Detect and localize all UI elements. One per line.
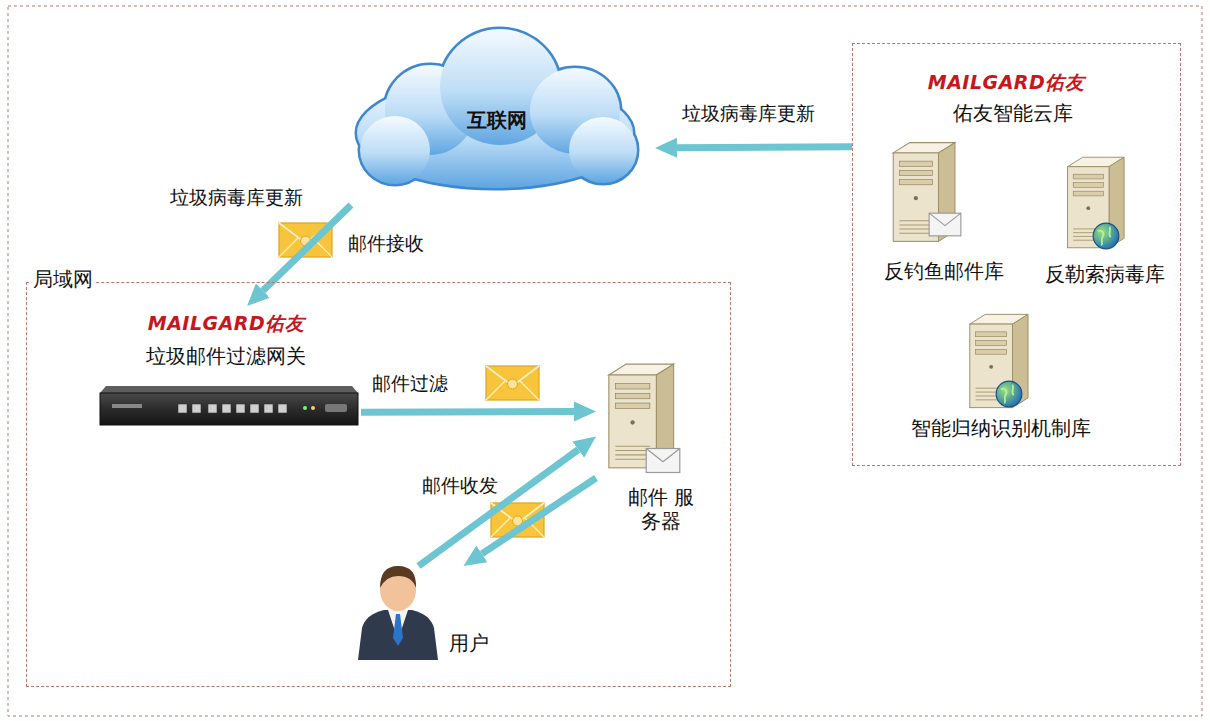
gateway-device bbox=[250, 404, 259, 413]
brand-logo: MAILGARD佑友 bbox=[928, 71, 1085, 94]
user-icon bbox=[380, 566, 416, 588]
gateway-device bbox=[264, 404, 273, 413]
cloud-outline bbox=[360, 116, 430, 184]
flow-arrow bbox=[361, 408, 574, 416]
brand-logo: MAILGARD佑友 bbox=[148, 312, 305, 335]
cloud: 互联网 bbox=[335, 15, 655, 205]
edge-label: 垃圾病毒库更新 bbox=[680, 102, 817, 125]
node-label: 智能归纳识别机制库 bbox=[911, 416, 1091, 440]
server-icon bbox=[929, 213, 961, 236]
user-icon bbox=[393, 614, 403, 646]
gateway-device bbox=[100, 386, 358, 425]
cloud-library-region: MAILGARD佑友佑友智能云库反钓鱼邮件库 反勒索病毒库智能归纳识别机制库 bbox=[852, 43, 1181, 466]
cloud-fill bbox=[360, 116, 430, 184]
database-server: 智能归纳识别机制库 bbox=[891, 306, 1121, 451]
user-icon bbox=[358, 610, 438, 660]
flow-arrow bbox=[263, 205, 351, 291]
mail-server-icon bbox=[609, 364, 680, 472]
node-label: 用户 bbox=[449, 631, 489, 655]
gateway-device bbox=[222, 404, 231, 413]
flow-label: 邮件接收 bbox=[346, 232, 426, 255]
server-icon bbox=[1068, 157, 1125, 249]
user: 用户 bbox=[351, 566, 501, 666]
server-icon bbox=[970, 314, 1028, 407]
database-server: 反钓鱼邮件库 bbox=[869, 136, 1019, 287]
gateway-device bbox=[100, 386, 358, 393]
gateway-device bbox=[208, 404, 217, 413]
edge-label: 垃圾病毒库更新 bbox=[168, 186, 305, 209]
lan-region: 局域网MAILGARD佑友垃圾邮件过滤网关邮件 服务器用户 bbox=[26, 282, 731, 687]
server-icon bbox=[996, 381, 1022, 407]
server-icon bbox=[893, 143, 961, 242]
gateway-device-node: MAILGARD佑友垃圾邮件过滤网关 bbox=[96, 306, 361, 431]
envelope-icon bbox=[486, 366, 539, 400]
gateway-device bbox=[100, 393, 358, 425]
mail-server: 邮件 服务器 bbox=[596, 361, 706, 541]
cloud-outline bbox=[569, 117, 637, 183]
outer-frame bbox=[8, 6, 1202, 716]
gateway-device bbox=[236, 404, 245, 413]
database-server: 反勒索病毒库 bbox=[1036, 151, 1176, 296]
edge-label: 邮件收发 bbox=[420, 474, 500, 497]
envelope-icon bbox=[486, 366, 539, 400]
node-label: 垃圾邮件过滤网关 bbox=[146, 344, 306, 368]
edge-label: 邮件过滤 bbox=[370, 372, 450, 395]
flow-arrow bbox=[677, 147, 852, 148]
gateway-device bbox=[178, 404, 187, 413]
node-label: 邮件 服务器 bbox=[621, 485, 701, 533]
gateway-device bbox=[325, 404, 347, 412]
mail-server-icon bbox=[646, 449, 680, 473]
gateway-device bbox=[192, 404, 201, 413]
cloud-fill bbox=[569, 117, 637, 183]
flow-arrow bbox=[482, 478, 596, 554]
gateway-device bbox=[311, 406, 315, 410]
gateway-device bbox=[278, 404, 287, 413]
server-icon bbox=[970, 314, 1028, 407]
user-icon bbox=[358, 566, 438, 660]
node-label: 反勒索病毒库 bbox=[1045, 262, 1165, 286]
node-label: 反钓鱼邮件库 bbox=[884, 259, 1004, 283]
server-icon bbox=[1093, 223, 1119, 249]
gateway-device bbox=[112, 404, 142, 408]
node-label: 局域网 bbox=[30, 267, 96, 291]
gateway-device bbox=[303, 406, 307, 410]
node-label: 互联网 bbox=[467, 108, 527, 132]
node-label: 佑友智能云库 bbox=[953, 101, 1073, 125]
